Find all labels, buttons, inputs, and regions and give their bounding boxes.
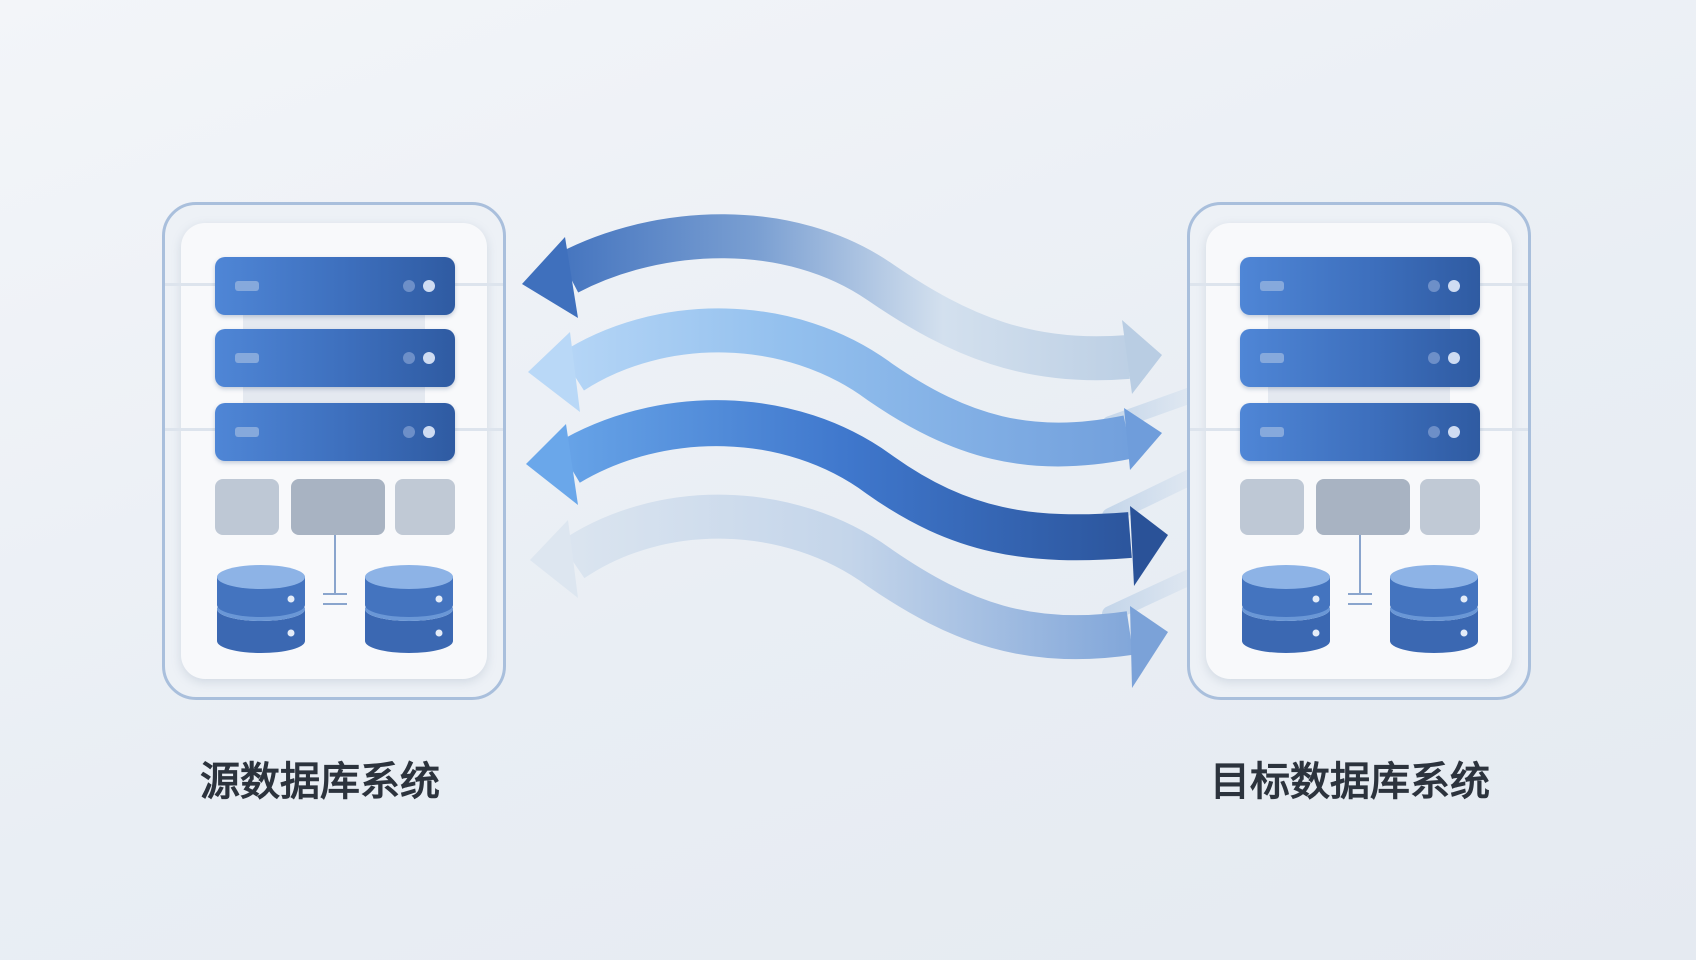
connector-line [323,593,347,595]
connector-line [1348,593,1372,595]
storage-module [1316,479,1410,535]
storage-module [215,479,279,535]
status-light [403,352,415,364]
flow-arrow-3 [526,400,1168,586]
storage-module [1240,479,1304,535]
database-cylinder-icon [215,565,307,655]
source-system-label: 源数据库系统 [200,759,440,805]
status-light [423,426,435,438]
status-light [1428,280,1440,292]
target-system-label: 目标数据库系统 [1210,759,1490,805]
drive-slot [235,281,259,291]
flow-arrow-4 [530,494,1168,688]
status-light [1448,352,1460,364]
database-cylinder-icon [363,565,455,655]
status-light [403,280,415,292]
source-database-system [162,202,506,700]
status-light [1448,280,1460,292]
server-cabinet [1190,223,1528,679]
storage-module [395,479,455,535]
drive-slot [1260,353,1284,363]
status-light [1428,352,1440,364]
status-light [423,280,435,292]
server-rack-icon [1240,403,1480,461]
database-cylinder-icon [1240,565,1332,655]
status-light [423,352,435,364]
storage-module [291,479,385,535]
server-cabinet [165,223,503,679]
status-light [1428,426,1440,438]
drive-slot [1260,281,1284,291]
server-rack-icon [215,403,455,461]
status-light [1448,426,1460,438]
connector-line [323,603,347,605]
connector-line [1348,603,1372,605]
server-rack-icon [215,329,455,387]
drive-slot [235,427,259,437]
target-database-system [1187,202,1531,700]
server-rack-icon [1240,329,1480,387]
database-cylinder-icon [1388,565,1480,655]
storage-module [1420,479,1480,535]
flow-arrow-2 [528,308,1162,470]
drive-slot [235,353,259,363]
connector-line [1359,535,1361,593]
connector-line [334,535,336,593]
flow-arrow-1 [522,214,1162,394]
drive-slot [1260,427,1284,437]
server-rack-icon [1240,257,1480,315]
server-rack-icon [215,257,455,315]
status-light [403,426,415,438]
